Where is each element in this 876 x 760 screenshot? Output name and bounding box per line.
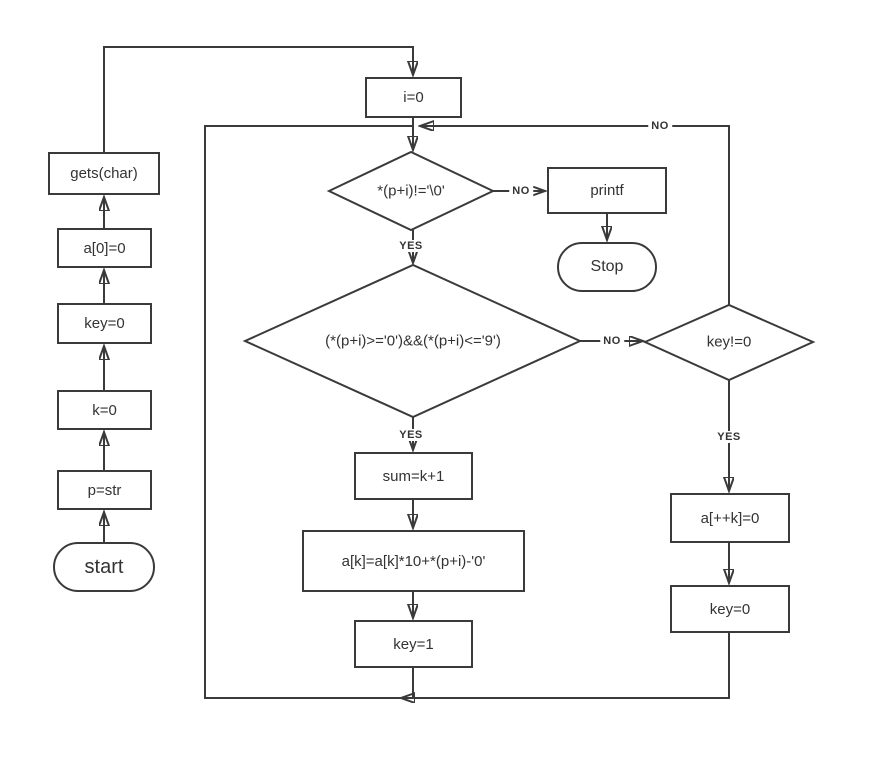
decision-not-end-label: *(p+i)!='\0' [377, 182, 445, 200]
process-key-0-init: key=0 [57, 303, 152, 344]
process-i-0: i=0 [365, 77, 462, 118]
process-printf: printf [547, 167, 667, 214]
process-gets-char: gets(char) [48, 152, 160, 195]
edge-label-digit-yes: YES [396, 429, 426, 441]
terminal-stop: Stop [557, 242, 657, 292]
process-accumulate: a[k]=a[k]*10+*(p+i)-'0' [302, 530, 525, 592]
edge-label-digit-no: NO [600, 335, 624, 347]
edge-key1-to-loop [401, 668, 413, 698]
edge-key-no-loop [420, 126, 730, 305]
process-key-1: key=1 [354, 620, 473, 668]
process-key-0-reset: key=0 [670, 585, 790, 633]
process-a0-0: a[0]=0 [57, 228, 152, 268]
process-a-inck-0: a[++k]=0 [670, 493, 790, 543]
process-p-str: p=str [57, 470, 152, 510]
decision-key-nonzero-label: key!=0 [706, 333, 752, 351]
edge-label-key-yes: YES [714, 431, 744, 443]
process-k-0: k=0 [57, 390, 152, 430]
terminal-start: start [53, 542, 155, 592]
edge-gets-to-i0 [103, 46, 413, 152]
process-sum-k1: sum=k+1 [354, 452, 473, 500]
decision-key-nonzero-diamond [642, 303, 816, 382]
edge-label-not-end-no: NO [509, 185, 533, 197]
edge-label-key-no: NO [648, 120, 672, 132]
edge-label-not-end-yes: YES [396, 240, 426, 252]
edge-bottom-left-loop [204, 125, 730, 699]
decision-is-digit-label: (*(p+i)>='0')&&(*(p+i)<='9') [325, 332, 501, 350]
